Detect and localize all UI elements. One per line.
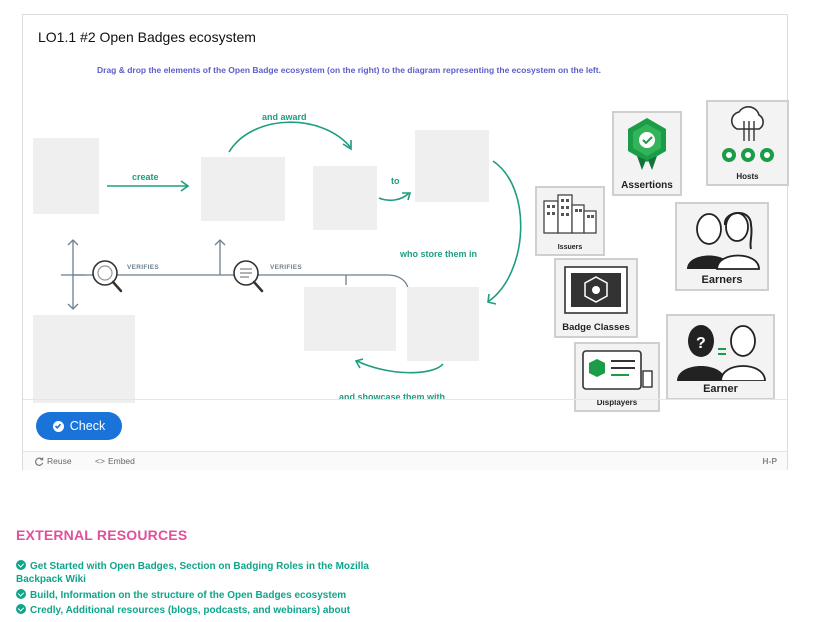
diagram-arrows (61, 121, 522, 374)
h5p-logo[interactable]: H-P (762, 456, 777, 466)
check-button[interactable]: Check (36, 412, 122, 440)
badge-icon (628, 118, 666, 170)
draggable-hosts[interactable]: Hosts (706, 100, 789, 186)
badge-class-icon (564, 266, 628, 314)
drop-zone-earner[interactable] (33, 315, 135, 403)
label-verifies-1: VERIFIES (127, 264, 160, 271)
drop-zone-earners[interactable] (415, 130, 489, 202)
drag-drop-stage: Drag & drop the elements of the Open Bad… (23, 58, 789, 412)
external-resources-heading: EXTERNAL RESOURCES (16, 527, 188, 543)
divider (23, 399, 787, 400)
cloud-hosts-icon (721, 106, 774, 162)
check-button-label: Check (69, 419, 106, 433)
draggable-assertions[interactable]: Assertions (612, 111, 682, 196)
label-verifies-2: VERIFIES (270, 264, 303, 271)
resource-link-get-started[interactable]: Get Started with Open Badges, Section on… (16, 559, 369, 574)
draggable-issuers[interactable]: Issuers (535, 186, 605, 256)
resource-link-build[interactable]: Build, Information on the structure of t… (16, 588, 346, 603)
draggable-earner[interactable]: ? Earner (666, 314, 775, 400)
reuse-icon (35, 456, 44, 466)
buildings-icon (543, 194, 597, 234)
check-circle-icon (52, 420, 64, 432)
h5p-footer: Reuse <> Embed H-P (23, 451, 787, 470)
svg-text:?: ? (696, 335, 706, 352)
draggable-earners[interactable]: Earners (675, 202, 769, 291)
resource-link-credly[interactable]: Credly, Additional resources (blogs, pod… (16, 603, 350, 618)
instruction-text: Drag & drop the elements of the Open Bad… (97, 65, 601, 75)
draggable-displayers[interactable]: Displayers (574, 342, 660, 412)
drop-zone-assertions[interactable] (313, 166, 377, 230)
h5p-container: LO1.1 #2 Open Badges ecosystem Drag & dr… (22, 14, 789, 470)
reuse-button[interactable]: Reuse (35, 456, 72, 466)
resource-link-get-started-cont[interactable]: Backpack Wiki (16, 574, 86, 585)
draggable-badge-classes[interactable]: Badge Classes (554, 258, 638, 338)
activity-title: LO1.1 #2 Open Badges ecosystem (38, 29, 256, 45)
label-create: create (132, 172, 159, 182)
embed-button[interactable]: <> Embed (95, 456, 135, 466)
label-and-award: and award (262, 112, 307, 122)
drop-zone-issuers[interactable] (33, 138, 99, 214)
people-icon (687, 212, 760, 270)
earner-identity-icon: ? (676, 325, 766, 381)
label-showcase: and showcase them with (339, 392, 446, 402)
check-circle-icon (16, 589, 26, 599)
label-to: to (391, 176, 400, 186)
drop-zone-displayers[interactable] (304, 287, 396, 351)
drop-zone-badge-classes[interactable] (201, 157, 285, 221)
drop-zone-hosts[interactable] (407, 287, 479, 361)
check-circle-icon (16, 604, 26, 614)
label-who-store: who store them in (400, 249, 478, 259)
display-screen-icon (582, 350, 653, 390)
check-circle-icon (16, 560, 26, 570)
embed-icon: <> (95, 456, 105, 466)
